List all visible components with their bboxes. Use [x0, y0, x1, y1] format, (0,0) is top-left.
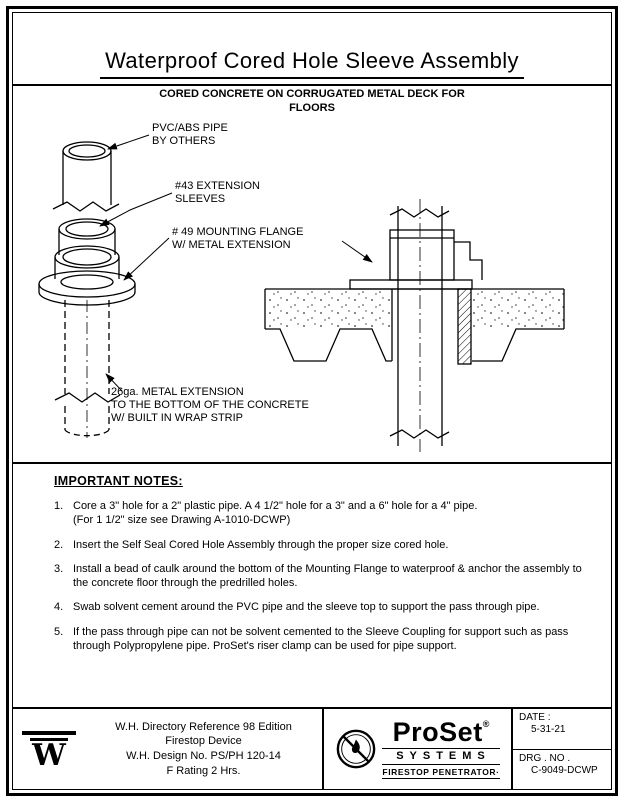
- wh-line-4: F Rating 2 Hrs.: [166, 764, 241, 777]
- note-item-2: 2. Insert the Self Seal Cored Hole Assem…: [42, 538, 598, 552]
- notes-section: IMPORTANT NOTES: 1. Core a 3" hole for a…: [42, 474, 598, 663]
- wh-logo-icon: W: [22, 731, 76, 768]
- page-title: Waterproof Cored Hole Sleeve Assembly: [0, 48, 624, 79]
- pipe-assembly-view: [38, 141, 136, 438]
- proset-brand-cell: ProSet ® SYSTEMS FIRESTOP PENETRATOR·: [322, 709, 513, 789]
- title-rule: [13, 84, 611, 86]
- notes-rule: [13, 462, 611, 464]
- note-item-4: 4. Swab solvent cement around the PVC pi…: [42, 600, 598, 614]
- proset-tagline: FIRESTOP PENETRATOR·: [382, 766, 500, 780]
- wh-line-2: Firestop Device: [165, 735, 242, 748]
- title-block-footer: W W.H. Directory Reference 98 Edition Fi…: [13, 707, 611, 789]
- date-label: DATE :: [519, 712, 551, 723]
- note-text: Swab solvent cement around the PVC pipe …: [73, 601, 540, 614]
- leader-lines: [99, 134, 373, 392]
- proset-name: ProSet: [392, 716, 483, 747]
- note-number: 1.: [54, 500, 64, 512]
- note-text: Install a bead of caulk around the botto…: [73, 562, 582, 590]
- svg-text:W: W: [31, 738, 67, 768]
- proset-logo-icon: [337, 729, 376, 769]
- date-drg-cell: DATE : 5-31-21 DRG . NO . C-9049-DCWP: [513, 709, 611, 789]
- note-text: If the pass through pipe can not be solv…: [73, 625, 569, 653]
- note-number: 4.: [54, 601, 64, 614]
- wh-line-3: W.H. Design No. PS/PH 120-14: [126, 750, 281, 762]
- note-item-5: 5. If the pass through pipe can not be s…: [42, 625, 598, 654]
- wh-logo: W: [13, 730, 85, 768]
- note-number: 3.: [54, 562, 64, 575]
- label-mounting-flange: # 49 MOUNTING FLANGE W/ METAL EXTENSION: [172, 226, 304, 252]
- page-subtitle: CORED CONCRETE ON CORRUGATED METAL DECK …: [159, 88, 465, 114]
- note-text: Core a 3" hole for a 2" plastic pipe. A …: [73, 500, 478, 527]
- label-pvc-abs-pipe: PVC/ABS PIPE BY OTHERS: [152, 122, 228, 148]
- proset-wordmark: ProSet ® SYSTEMS FIRESTOP PENETRATOR·: [382, 716, 500, 780]
- wh-line-1: W.H. Directory Reference 98 Edition: [115, 720, 292, 733]
- date-value: 5-31-21: [531, 724, 566, 735]
- assembly-drawing-area: PVC/ABS PIPE BY OTHERS #43 EXTENSION SLE…: [12, 114, 612, 461]
- assembly-diagram: [38, 134, 565, 452]
- notes-heading: IMPORTANT NOTES:: [54, 474, 183, 488]
- note-text: Insert the Self Seal Cored Hole Assembly…: [73, 538, 449, 551]
- proset-systems: SYSTEMS: [382, 747, 500, 765]
- note-item-1: 1. Core a 3" hole for a 2" plastic pipe.…: [42, 499, 598, 528]
- wh-listing-cell: W W.H. Directory Reference 98 Edition Fi…: [13, 709, 322, 789]
- drg-value: C-9049-DCWP: [531, 764, 598, 776]
- note-number: 2.: [54, 538, 64, 551]
- date-field: DATE : 5-31-21: [513, 709, 611, 750]
- drawing-number-field: DRG . NO . C-9049-DCWP: [513, 750, 611, 790]
- note-number: 5.: [54, 625, 64, 638]
- label-extension-sleeves: #43 EXTENSION SLEEVES: [175, 180, 260, 206]
- note-item-3: 3. Install a bead of caulk around the bo…: [42, 562, 598, 591]
- registered-mark: ®: [482, 718, 490, 729]
- label-metal-extension: 26ga. METAL EXTENSION TO THE BOTTOM OF T…: [111, 386, 309, 425]
- floor-section-view: [264, 199, 565, 452]
- drg-label: DRG . NO .: [519, 752, 571, 764]
- page-title-text: Waterproof Cored Hole Sleeve Assembly: [100, 48, 524, 79]
- wh-reference-text: W.H. Directory Reference 98 Edition Fire…: [85, 720, 322, 778]
